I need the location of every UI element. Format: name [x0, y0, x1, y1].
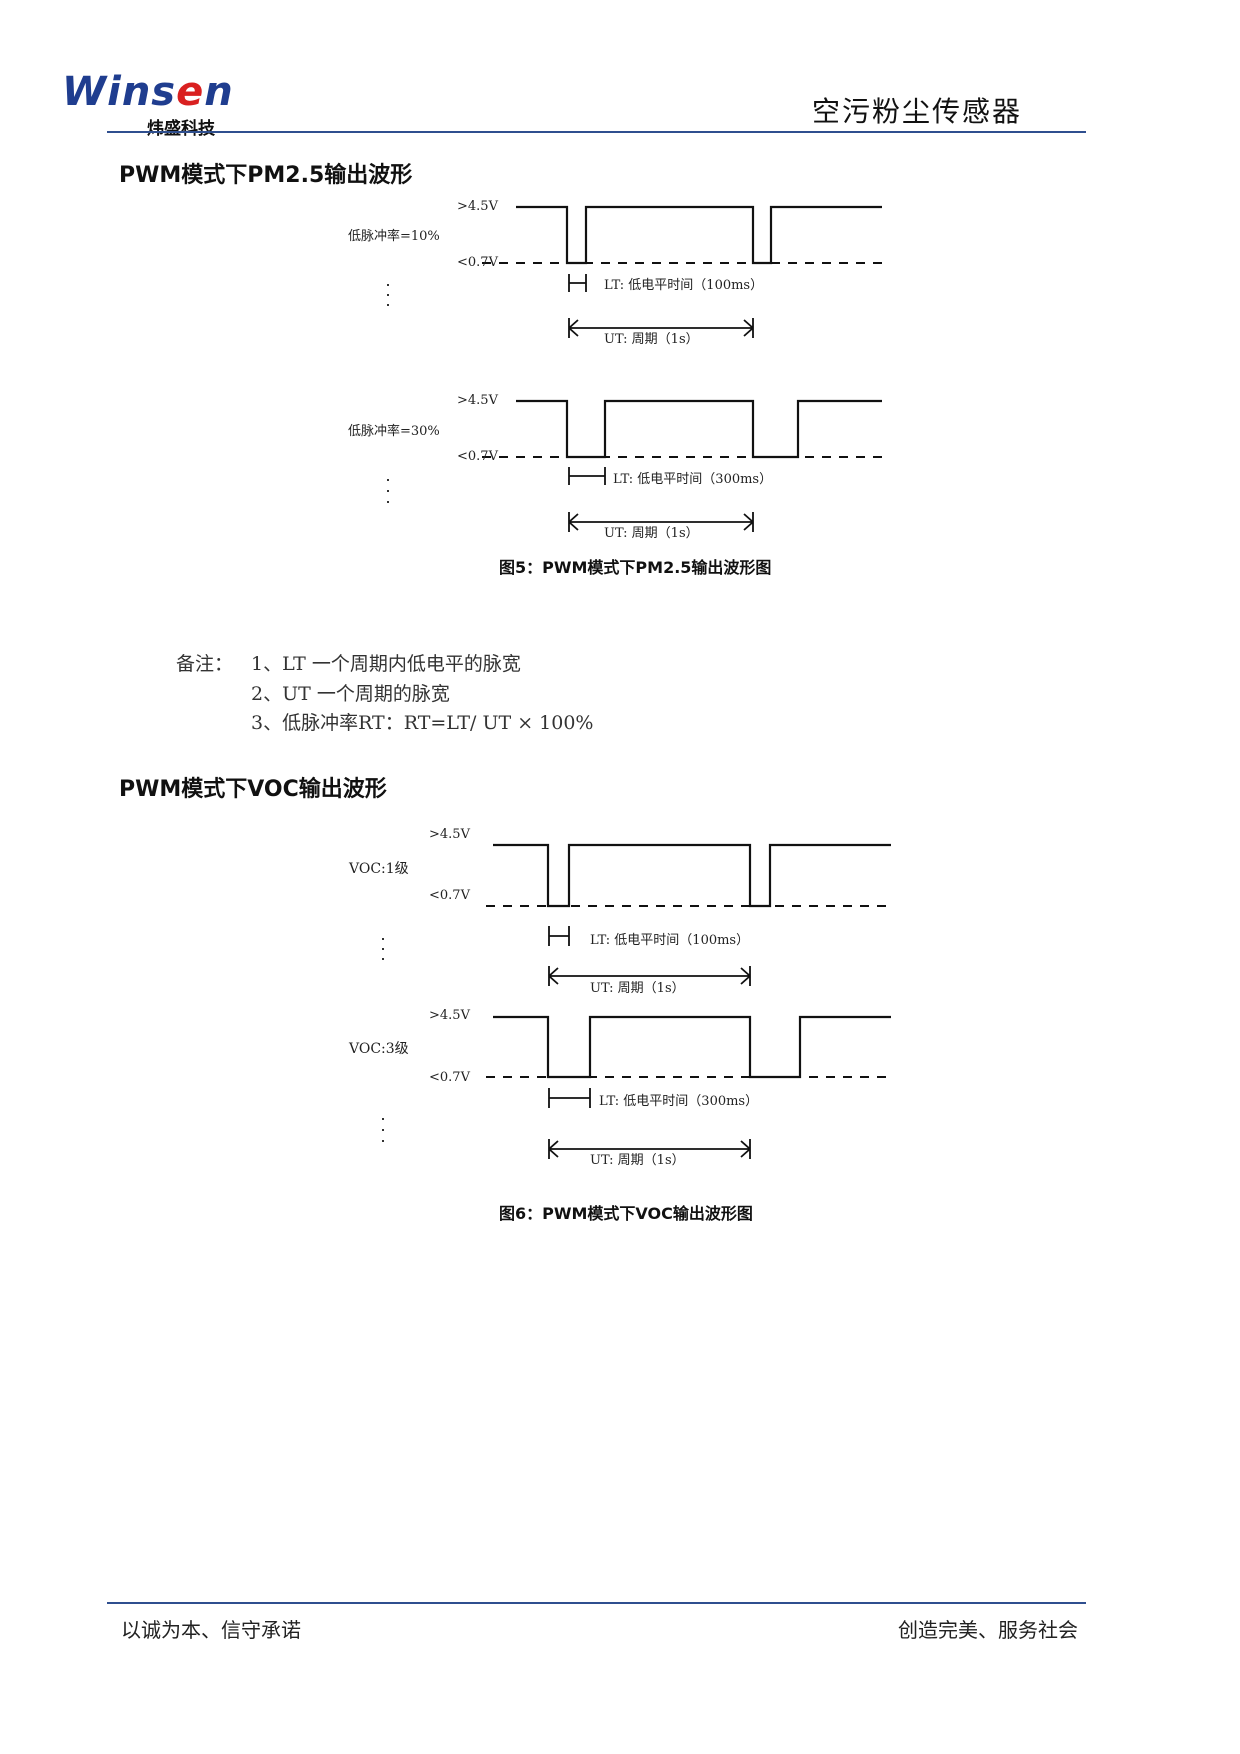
voc-level-label: VOC:3级 — [349, 1041, 409, 1057]
duty-label: 低脉冲率=30% — [348, 424, 440, 439]
lt-label: LT: 低电平时间（300ms） — [613, 472, 773, 487]
voc-waveform-level3 — [382, 1015, 891, 1159]
ut-label: UT: 周期（1s） — [590, 981, 685, 996]
note-item: 3、低脉冲率RT：RT=LT/ UT × 100% — [251, 712, 594, 734]
logo-wordmark: Winsen — [62, 69, 234, 115]
figure-caption-5: 图5：PWM模式下PM2.5输出波形图 — [499, 558, 772, 577]
high-level-label: >4.5V — [429, 1008, 470, 1023]
pm25-waveform-30 — [387, 399, 882, 532]
ut-label: UT: 周期（1s） — [604, 526, 699, 541]
ut-label: UT: 周期（1s） — [590, 1153, 685, 1168]
high-level-label: >4.5V — [429, 827, 470, 842]
company-logo: Winsen 炜盛科技 — [62, 72, 234, 139]
header-title: 空污粉尘传感器 — [812, 95, 1023, 128]
voc-waveform-level1 — [382, 843, 891, 986]
ut-label: UT: 周期（1s） — [604, 332, 699, 347]
low-level-label: <0.7V — [457, 255, 498, 270]
section-heading-voc: PWM模式下VOC输出波形 — [119, 777, 387, 802]
section-heading-pm25: PWM模式下PM2.5输出波形 — [119, 163, 413, 188]
footer-left-motto: 以诚为本、信守承诺 — [121, 1618, 301, 1642]
low-level-label: <0.7V — [429, 1070, 470, 1085]
note-item: 2、UT 一个周期的脉宽 — [251, 683, 450, 705]
footer-right-motto: 创造完美、服务社会 — [898, 1618, 1078, 1642]
high-level-label: >4.5V — [457, 393, 498, 408]
low-level-label: <0.7V — [457, 449, 498, 464]
lt-label: LT: 低电平时间（100ms） — [590, 933, 750, 948]
logo-subtitle: 炜盛科技 — [147, 119, 215, 139]
figure-caption-6: 图6：PWM模式下VOC输出波形图 — [499, 1204, 753, 1223]
voc-level-label: VOC:1级 — [349, 861, 409, 877]
lt-label: LT: 低电平时间（300ms） — [599, 1094, 759, 1109]
duty-label: 低脉冲率=10% — [348, 229, 440, 244]
pm25-waveform-10 — [387, 205, 882, 338]
high-level-label: >4.5V — [457, 199, 498, 214]
notes-label: 备注： — [176, 653, 234, 675]
low-level-label: <0.7V — [429, 888, 470, 903]
note-item: 1、LT 一个周期内低电平的脉宽 — [251, 653, 521, 675]
lt-label: LT: 低电平时间（100ms） — [604, 278, 764, 293]
